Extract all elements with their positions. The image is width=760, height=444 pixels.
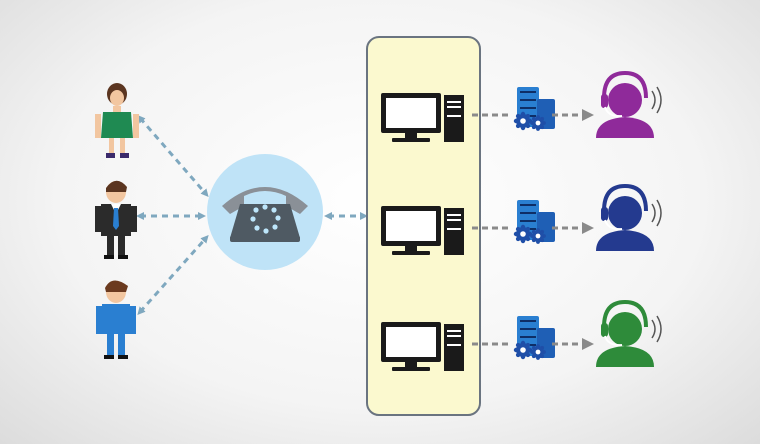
agent-row <box>381 183 662 255</box>
telephone-icon <box>222 187 308 242</box>
headset-agent-icon <box>596 299 662 367</box>
customer-man-blue <box>96 280 136 359</box>
agent-row <box>381 299 662 371</box>
customer-woman <box>95 83 139 158</box>
connector-customer-1-hub <box>137 114 209 198</box>
server-gear-icon <box>513 87 555 131</box>
connector-customer-3-hub <box>137 235 209 315</box>
telephone-hub <box>207 154 323 270</box>
server-gear-icon <box>513 316 555 360</box>
rotary-dial <box>250 204 281 234</box>
desktop-computer-icon <box>381 93 464 142</box>
server-gear-icon <box>513 200 555 244</box>
customer-man-suit <box>95 180 137 259</box>
agent-row <box>381 70 662 142</box>
desktop-computer-icon <box>381 206 464 255</box>
headset-agent-icon <box>596 70 662 138</box>
customer-connectors <box>136 114 368 315</box>
headset-agent-icon <box>596 183 662 251</box>
agent-rows <box>381 70 662 371</box>
desktop-computer-icon <box>381 322 464 371</box>
